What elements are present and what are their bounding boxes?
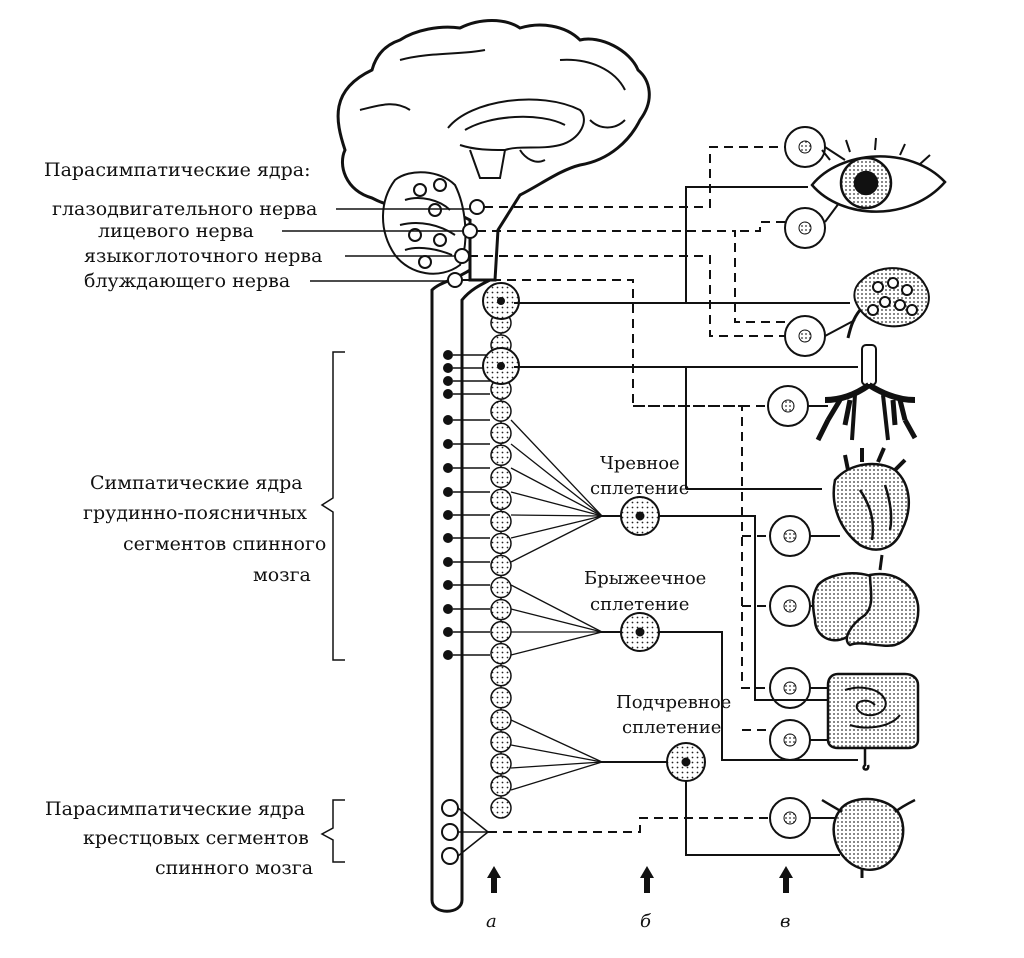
chain-ganglion [490, 576, 512, 599]
mesenteric-label-2: сплетение [590, 594, 689, 615]
para-glosso-label: языкоглоточного нерва [84, 245, 322, 267]
plexus-ganglia [620, 496, 706, 782]
labels: Парасимпатические ядра: глазодвигательно… [44, 159, 790, 932]
para-oculomotor-label: глазодвигательного нерва [52, 198, 317, 220]
column-arrows [487, 866, 793, 893]
column-label-b: б [640, 911, 652, 932]
hypogastric-label-1: Подчревное [616, 692, 731, 713]
sympathetic-nucleus [443, 580, 453, 590]
sympathetic-nucleus [443, 415, 453, 425]
chain-ganglion [490, 598, 512, 621]
lungs-icon [815, 344, 918, 442]
chain-ganglion [490, 444, 512, 467]
chain-ganglion [490, 664, 512, 687]
chain-ganglion [490, 532, 512, 555]
chain-ganglion [490, 510, 512, 533]
column-label-v: в [780, 911, 790, 932]
sympathetic-nucleus [443, 487, 453, 497]
celiac-label-2: сплетение [590, 478, 689, 499]
sacral-nuclei [441, 799, 459, 865]
sympathetic-bracket [320, 351, 345, 661]
sympathetic-nucleus [443, 533, 453, 543]
chain-ganglion [490, 775, 512, 797]
sympathetic-nucleus [443, 463, 453, 473]
bladder-icon [821, 797, 916, 878]
para-vagus-label: блуждающего нерва [84, 270, 290, 292]
mesenteric-label-1: Брыжеечное [584, 568, 706, 589]
sympathetic-nucleus [443, 627, 453, 637]
chain-ganglion [490, 753, 512, 775]
eye-icon [810, 137, 947, 213]
sympathetic-nucleus [443, 557, 453, 567]
chain-ganglion [490, 709, 512, 731]
symp-label-2: грудинно-поясничных [83, 502, 307, 524]
chain-ganglion [490, 422, 512, 444]
sympathetic-nucleus [443, 439, 453, 449]
chain-ganglion [490, 642, 512, 665]
para-facial-label: лицевого нерва [98, 220, 254, 242]
intestine-icon [826, 672, 920, 771]
sympathetic-nucleus [443, 363, 453, 373]
glossopharyngeal-nucleus [454, 248, 470, 264]
column-label-a: а [486, 911, 497, 932]
oculomotor-nucleus [469, 199, 485, 215]
stomach-liver-icon [811, 554, 920, 647]
sacral-bracket [320, 799, 345, 863]
chain-ganglion [490, 466, 512, 489]
sympathetic-nucleus [443, 650, 453, 660]
chain-ganglion [490, 400, 512, 422]
sympathetic-nuclei [443, 350, 490, 660]
chain-ganglion [490, 554, 512, 577]
chain-ganglion [490, 488, 512, 511]
terminal-ganglia [767, 126, 826, 839]
parasympathetic-fibers [462, 146, 785, 833]
sympathetic-nucleus [443, 604, 453, 614]
sacral-label-2: крестцовых сегментов [83, 827, 309, 849]
para-title-label: Парасимпатические ядра: [44, 159, 310, 181]
sympathetic-nucleus [443, 510, 453, 520]
heart-icon [832, 447, 911, 551]
salivary-gland-icon [846, 267, 930, 339]
sympathetic-chain [482, 282, 520, 819]
chain-ganglion [490, 620, 512, 643]
vagus-nucleus [447, 272, 463, 288]
cerebellum-illustration [382, 171, 467, 275]
arrow-a [487, 866, 501, 893]
spinal-cord [430, 268, 491, 913]
sympathetic-fibers [514, 186, 858, 856]
chain-ganglion [490, 731, 512, 753]
sympathetic-nucleus [443, 389, 453, 399]
arrow-v [779, 866, 793, 893]
chain-ganglion [490, 797, 512, 819]
facial-nucleus [462, 223, 478, 239]
sympathetic-nucleus [443, 350, 453, 360]
hypogastric-label-2: сплетение [622, 717, 721, 738]
brain-illustration [336, 19, 651, 282]
celiac-label-1: Чревное [600, 453, 680, 474]
arrow-b [640, 866, 654, 893]
symp-label-3: сегментов спинного [123, 533, 326, 555]
sympathetic-nucleus [443, 376, 453, 386]
symp-label-1: Симпатические ядра [90, 472, 303, 494]
sacral-label-1: Парасимпатические ядра [45, 798, 305, 820]
symp-label-4: мозга [253, 564, 311, 586]
sacral-label-3: спинного мозга [155, 857, 313, 879]
chain-ganglion [490, 687, 512, 709]
